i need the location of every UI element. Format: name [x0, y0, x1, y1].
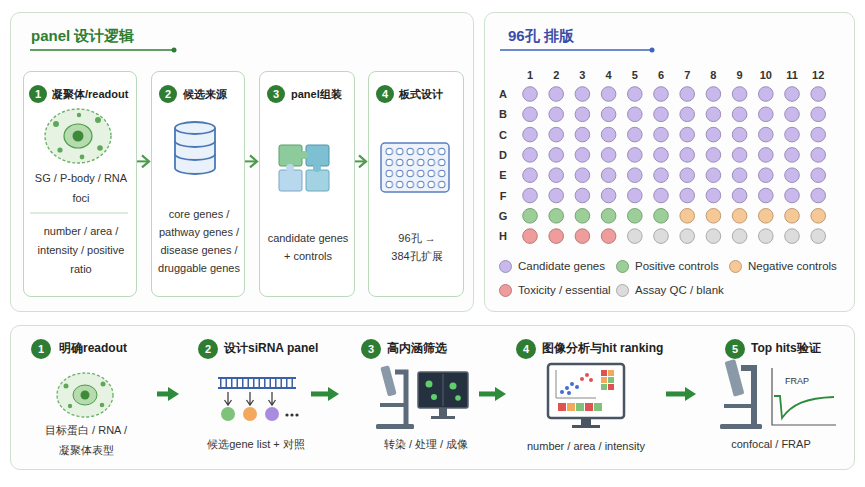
row-label: E: [483, 168, 523, 182]
process-box: 板式设计 96孔 → 384孔扩展 4: [368, 71, 464, 297]
heading-text: 凝聚体/readout: [52, 87, 147, 101]
step-group: 图像分析与hit rankingnumber / area / intensit…: [506, 337, 666, 465]
heading-text: 96孔 排版: [508, 26, 708, 46]
number-label: 4: [376, 85, 394, 103]
body-text: 候选gene list + 对照: [196, 437, 316, 451]
step-number: 3: [361, 339, 381, 359]
legend-text: Negative controls: [748, 259, 837, 274]
column-label: 9: [720, 68, 760, 82]
body-text: 目标蛋白 / RNA / 凝聚体表型: [31, 421, 141, 461]
number-label: 2: [198, 339, 218, 359]
heading-text: 明确readout: [59, 341, 159, 357]
body-text: 96孔 → 384孔扩展: [377, 229, 457, 265]
step-number: 5: [725, 339, 745, 359]
heading-text: 候选来源: [183, 87, 245, 101]
number-label: 4: [516, 339, 536, 359]
legend-swatch: [729, 260, 742, 273]
row-label: A: [483, 87, 523, 101]
legend-text: Assay QC / blank: [635, 283, 724, 298]
row-label: G: [483, 209, 523, 223]
heading-text: Top hits验证: [751, 341, 851, 357]
body-text: core genes / pathway genes / disease gen…: [154, 205, 244, 277]
body-text: confocal / FRAP: [716, 437, 826, 451]
number-label: 5: [725, 339, 745, 359]
step-number: 1: [29, 85, 47, 103]
step-number: 2: [198, 339, 218, 359]
body-text: number / area / intensity: [511, 439, 661, 453]
number-label: 3: [361, 339, 381, 359]
step-number: 2: [159, 85, 177, 103]
column-label: 6: [641, 68, 681, 82]
step-number: 3: [267, 85, 285, 103]
column-label: 4: [589, 68, 629, 82]
legend-text: Positive controls: [635, 259, 719, 274]
step-number: 1: [31, 339, 51, 359]
step-group: Top hits验证confocal / FRAP5: [696, 337, 846, 465]
row-label: D: [483, 148, 523, 162]
panel-frame: panel 设计逻辑凝聚体/readoutSG / P-body / RNA f…: [10, 12, 474, 312]
column-label: 3: [562, 68, 602, 82]
body-text: candidate genes + controls: [264, 229, 352, 265]
legend-swatch: [499, 284, 512, 297]
chart-label: FRAP: [777, 374, 817, 388]
heading-text: panel组装: [291, 87, 353, 101]
body-text: SG / P-body / RNA foci: [28, 169, 134, 209]
heading-text: panel 设计逻辑: [31, 26, 251, 46]
panel-frame: 明确readout 目标蛋白 / RNA / 凝聚体表型 1 设计siRNA pane…: [10, 325, 855, 470]
row-label: C: [483, 128, 523, 142]
column-label: 2: [536, 68, 576, 82]
row-label: F: [483, 189, 523, 203]
number-label: 1: [29, 85, 47, 103]
number-label: 3: [267, 85, 285, 103]
step-group: 设计siRNA panel候选gene list + 对照2: [179, 337, 311, 465]
body-text: number / area / intensity / positive rat…: [28, 222, 134, 279]
column-label: 1: [510, 68, 550, 82]
process-box: 凝聚体/readoutSG / P-body / RNA focinumber …: [23, 71, 137, 297]
column-label: 5: [615, 68, 655, 82]
step-group: 高内涵筛选转染 / 处理 / 成像3: [339, 337, 479, 465]
legend-text: Toxicity / essential: [518, 283, 611, 298]
legend-swatch: [616, 260, 629, 273]
column-label: 8: [693, 68, 733, 82]
process-box: panel组装 candidate genes + controls 3: [259, 71, 355, 297]
legend-swatch: [499, 260, 512, 273]
process-box: 候选来源 core genes / pathway genes / disease…: [151, 71, 245, 297]
body-text: 转染 / 处理 / 成像: [366, 437, 486, 451]
row-label: B: [483, 107, 523, 121]
heading-text: 高内涵筛选: [387, 341, 487, 357]
number-label: 1: [31, 339, 51, 359]
row-label: H: [483, 229, 523, 243]
step-number: 4: [516, 339, 536, 359]
legend-swatch: [616, 284, 629, 297]
column-label: 12: [798, 68, 838, 82]
column-label: 10: [746, 68, 786, 82]
heading-text: 板式设计: [399, 87, 461, 101]
column-label: 7: [667, 68, 707, 82]
heading-text: 图像分析与hit ranking: [542, 341, 692, 357]
number-label: 2: [159, 85, 177, 103]
legend-text: Candidate genes: [518, 259, 605, 274]
column-label: 11: [772, 68, 812, 82]
step-number: 4: [376, 85, 394, 103]
heading-text: 设计siRNA panel: [224, 341, 334, 357]
step-group: 明确readout 目标蛋白 / RNA / 凝聚体表型 1: [21, 337, 157, 465]
